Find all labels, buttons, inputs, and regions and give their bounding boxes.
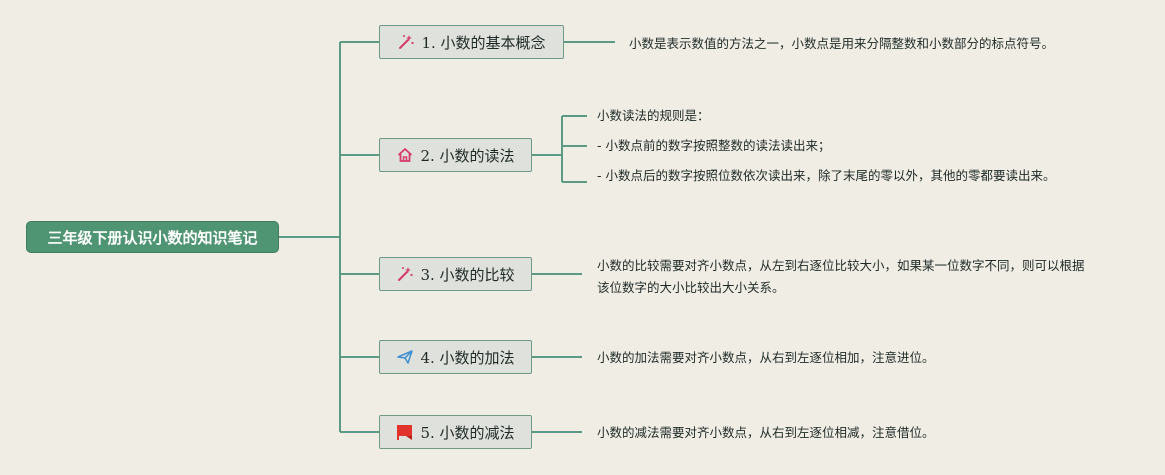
root-title: 三年级下册认识小数的知识笔记 [47,228,258,247]
note-text-2b: - 小数点前的数字按照整数的读法读出来； [597,138,831,153]
branch-label-1: 1. 小数的基本概念 [421,33,546,52]
branch-node-2[interactable]: 2. 小数的读法 [379,138,532,172]
note-text-2a: 小数读法的规则是： [597,108,710,123]
paper-plane-icon [396,348,414,366]
magic-wand-icon [396,265,414,283]
branch-node-3[interactable]: 3. 小数的比较 [379,257,532,291]
root-node[interactable]: 三年级下册认识小数的知识笔记 [26,221,279,253]
branch-label-2: 2. 小数的读法 [420,146,515,165]
branch-label-5: 5. 小数的减法 [420,423,515,442]
branch-label-4: 4. 小数的加法 [420,348,515,367]
branch-node-4[interactable]: 4. 小数的加法 [379,340,532,374]
branch-node-5[interactable]: 5. 小数的减法 [379,415,532,449]
branch-node-1[interactable]: 1. 小数的基本概念 [379,25,564,59]
house-icon [396,146,414,164]
red-flag-icon [396,423,414,441]
magic-wand-icon [397,33,415,51]
note-text-2c: - 小数点后的数字按照位数依次读出来，除了末尾的零以外，其他的零都要读出来。 [597,168,1056,183]
note-text-4: 小数的加法需要对齐小数点，从右到左逐位相加，注意进位。 [597,350,935,365]
branch-label-3: 3. 小数的比较 [420,265,515,284]
note-text-5: 小数的减法需要对齐小数点，从右到左逐位相减，注意借位。 [597,425,935,440]
note-text-3: 小数的比较需要对齐小数点，从左到右逐位比较大小，如果某一位数字不同，则可以根据该… [597,258,1085,295]
note-text-1: 小数是表示数值的方法之一，小数点是用来分隔整数和小数部分的标点符号。 [629,36,1055,51]
